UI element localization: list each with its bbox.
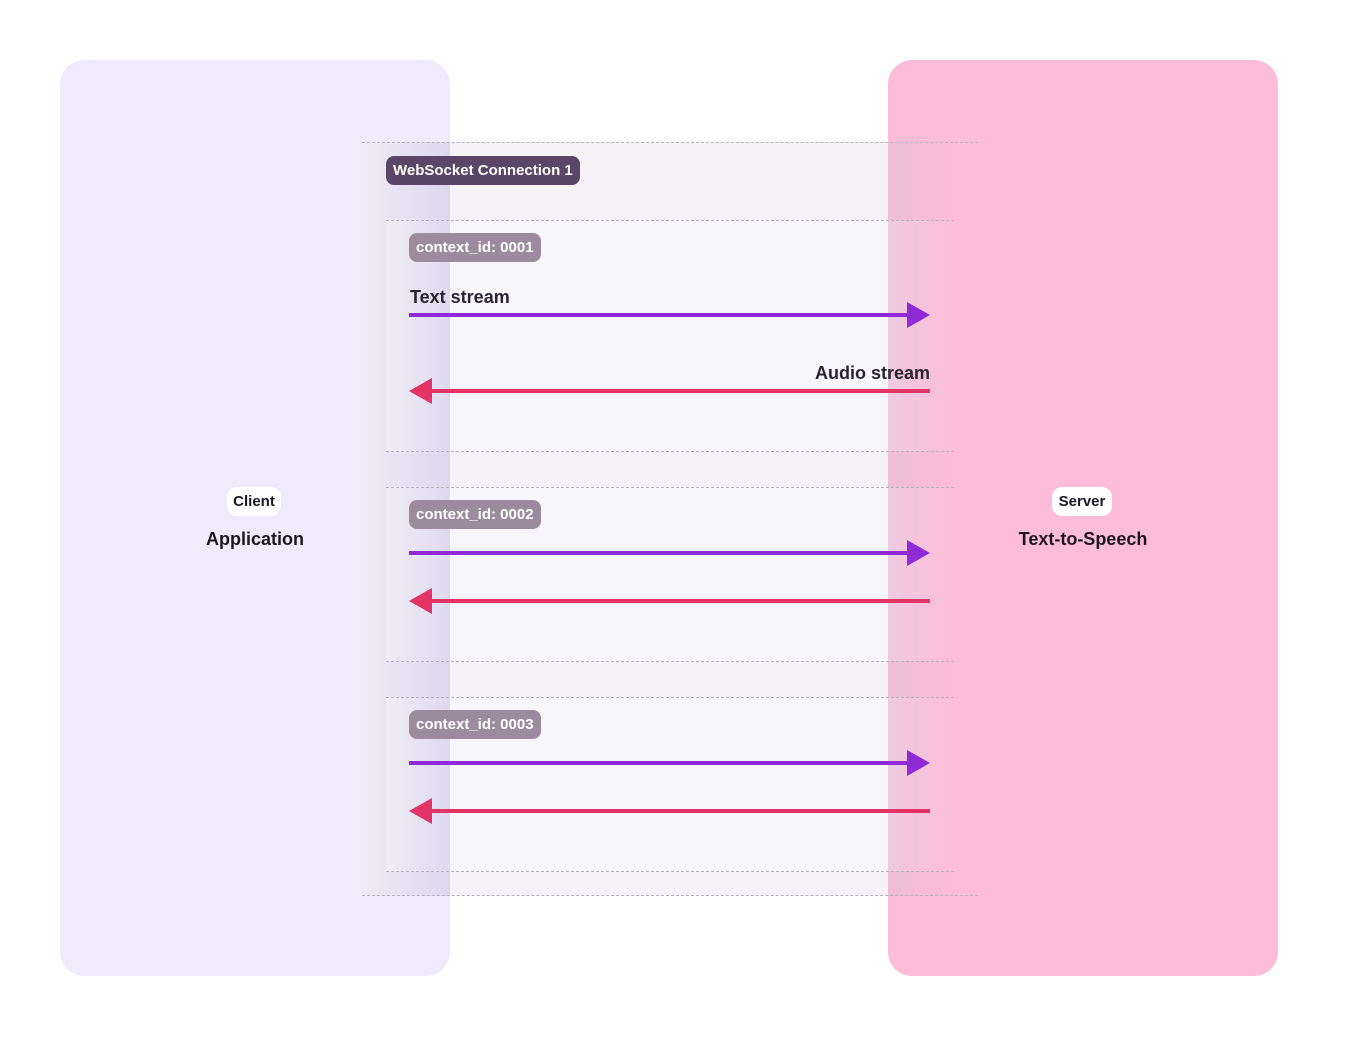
context-1-bottom-divider	[386, 451, 954, 452]
request-arrow-3	[409, 750, 930, 776]
response-arrow-3	[409, 798, 930, 824]
response-label-1: Audio stream	[814, 363, 930, 383]
response-arrow-2	[409, 588, 930, 614]
request-arrow-2	[409, 540, 930, 566]
context-2-bottom-divider	[386, 661, 954, 662]
server-badge: Server	[1052, 487, 1112, 516]
context-id-chip-1: context_id: 0001	[409, 233, 541, 262]
server-title: Text-to-Speech	[1018, 529, 1148, 549]
client-title: Application	[206, 529, 304, 549]
context-id-chip-2: context_id: 0002	[409, 500, 541, 529]
response-arrow-1	[409, 378, 930, 404]
websocket-connection-label: WebSocket Connection 1	[386, 156, 580, 185]
context-id-chip-3: context_id: 0003	[409, 710, 541, 739]
server-edge-fade	[888, 142, 978, 896]
context-3-bottom-divider	[386, 871, 954, 872]
request-label-1: Text stream	[410, 287, 510, 307]
context-2-top-divider	[386, 487, 954, 488]
client-badge: Client	[227, 487, 281, 516]
context-3-top-divider	[386, 697, 954, 698]
request-arrow-1	[409, 302, 930, 328]
connection-bottom-divider	[362, 895, 978, 896]
context-1-top-divider	[386, 220, 954, 221]
connection-top-divider	[362, 142, 978, 143]
